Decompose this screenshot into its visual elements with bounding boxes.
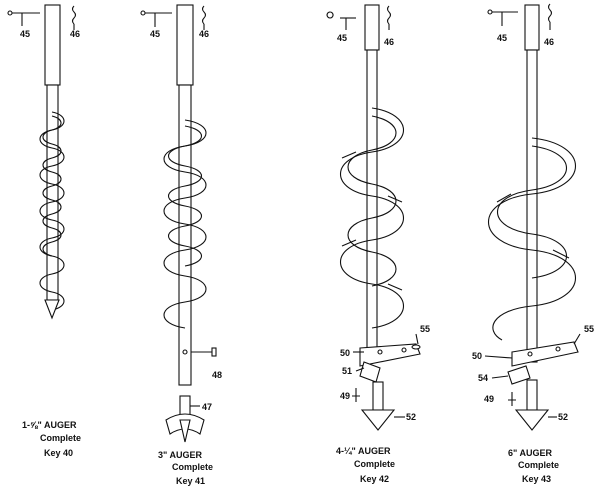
- auger-3-callout-bracket: 50: [340, 348, 350, 358]
- auger-3-pin: [326, 11, 356, 30]
- auger-2-callout-clip: 46: [199, 29, 209, 39]
- auger-2-caption-desc: Complete: [172, 462, 213, 472]
- auger-3-caption-size: 4-¼" AUGER: [336, 446, 391, 456]
- auger-3-drawing: [326, 4, 421, 431]
- auger-4-callout-clip: 46: [544, 37, 554, 47]
- auger-4-callout-pin: 45: [497, 33, 507, 43]
- auger-3-caption-key: Key 42: [360, 474, 389, 484]
- auger-2-callout-bolt: 48: [212, 370, 222, 380]
- auger-4-point: [514, 379, 550, 431]
- auger-4-bolt: [508, 392, 516, 406]
- auger-3-caption-desc: Complete: [354, 459, 395, 469]
- auger-1-callout-pin: 45: [20, 29, 30, 39]
- auger-4-shaft: [526, 49, 538, 363]
- auger-3-shaft-head: [364, 4, 380, 51]
- auger-2-bolt: [182, 347, 217, 357]
- auger-2-callout-pin: 45: [150, 29, 160, 39]
- auger-2-shaft: [178, 84, 192, 386]
- auger-4-callout-point: 52: [558, 412, 568, 422]
- auger-1-shaft-head: [44, 4, 61, 86]
- auger-3-flighting: [340, 107, 404, 329]
- auger-4-caption-size: 6" AUGER: [508, 448, 552, 458]
- auger-4-callout-blade: 55: [584, 324, 594, 334]
- auger-1-callout-clip: 46: [70, 29, 80, 39]
- auger-2-flighting: [163, 119, 207, 329]
- auger-1-drawing: [7, 4, 77, 320]
- auger-3-callout-point: 52: [406, 412, 416, 422]
- auger-3-clip: [386, 5, 392, 30]
- auger-1-caption-key: Key 40: [44, 448, 73, 458]
- auger-1-pin: [7, 10, 40, 26]
- auger-3-cutting-blade: [359, 343, 421, 367]
- auger-3-callout-blade: 55: [420, 324, 430, 334]
- auger-4-caption-key: Key 43: [522, 474, 551, 484]
- auger-4-callout-plate: 54: [478, 373, 488, 383]
- auger-4-plate: [507, 365, 531, 385]
- auger-2-tip: [165, 395, 205, 443]
- auger-1-flighting: [39, 111, 65, 311]
- auger-4-clip: [547, 3, 553, 30]
- auger-3-plate: [359, 361, 381, 383]
- auger-1-tip: [44, 299, 60, 320]
- auger-3-bolt: [352, 388, 360, 402]
- auger-2-caption-size: 3" AUGER: [158, 450, 202, 460]
- auger-4-cutting-blade: [511, 341, 579, 367]
- auger-4-shaft-head: [524, 4, 540, 51]
- auger-2-callout-tip: 47: [202, 402, 212, 412]
- auger-4-pin: [487, 9, 518, 26]
- auger-2-pin: [140, 10, 172, 27]
- auger-3-callout-pin: 45: [337, 33, 347, 43]
- auger-1-caption-size: 1-⅝" AUGER: [22, 420, 77, 430]
- auger-4-caption-desc: Complete: [518, 460, 559, 470]
- auger-1-clip: [71, 5, 77, 30]
- auger-2-clip: [201, 5, 207, 30]
- auger-4-callout-bolt: 49: [484, 394, 494, 404]
- auger-3-shaft: [366, 49, 378, 363]
- auger-4-drawing: [487, 3, 579, 431]
- auger-4-callout-bracket: 50: [472, 351, 482, 361]
- auger-1-caption-desc: Complete: [40, 433, 81, 443]
- auger-2-shaft-head: [176, 4, 194, 86]
- auger-4-flighting: [488, 137, 576, 341]
- auger-3-callout-plate: 51: [342, 366, 352, 376]
- auger-2-drawing: [140, 4, 217, 443]
- auger-2-caption-key: Key 41: [176, 476, 205, 486]
- leader-lines: [353, 333, 581, 418]
- auger-3-callout-bolt: 49: [340, 391, 350, 401]
- auger-3-point: [360, 381, 396, 431]
- auger-3-callout-clip: 46: [384, 37, 394, 47]
